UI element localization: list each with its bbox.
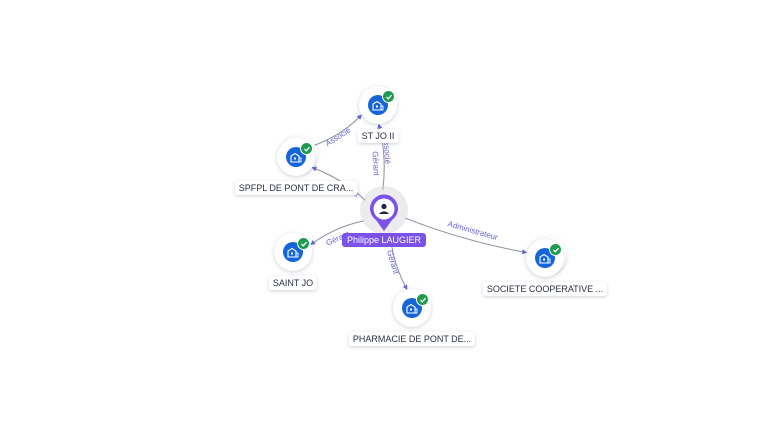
- person-label[interactable]: Philippe LAUGIER: [341, 233, 427, 247]
- verified-check-icon: [300, 142, 313, 155]
- company-node-halo[interactable]: [526, 236, 567, 277]
- company-label[interactable]: ST JO II: [357, 129, 399, 143]
- verified-check-icon: [297, 237, 310, 250]
- edge-line: [314, 114, 363, 146]
- company-label[interactable]: PHARMACIE DE PONT DE...: [348, 332, 476, 346]
- edge-label: Associé: [382, 136, 393, 165]
- edge-spfpl-stjo2: Associé: [314, 114, 363, 148]
- edge-line: [310, 220, 364, 246]
- company-label[interactable]: SAINT JO: [268, 276, 318, 290]
- verified-check-icon: [549, 243, 562, 256]
- person-icon[interactable]: [367, 193, 401, 233]
- edge-label: Gérant: [385, 249, 401, 276]
- edge-label: Administrateur: [447, 219, 499, 242]
- company-label[interactable]: SOCIETE COOPERATIVE ...: [482, 282, 608, 296]
- company-label[interactable]: SPFPL DE PONT DE CRA...: [234, 181, 358, 195]
- edge-label: Gérant: [370, 151, 380, 177]
- verified-check-icon: [382, 90, 395, 103]
- edge-line: [404, 217, 528, 255]
- verified-check-icon: [416, 293, 429, 306]
- edge-label: Associé: [324, 125, 353, 148]
